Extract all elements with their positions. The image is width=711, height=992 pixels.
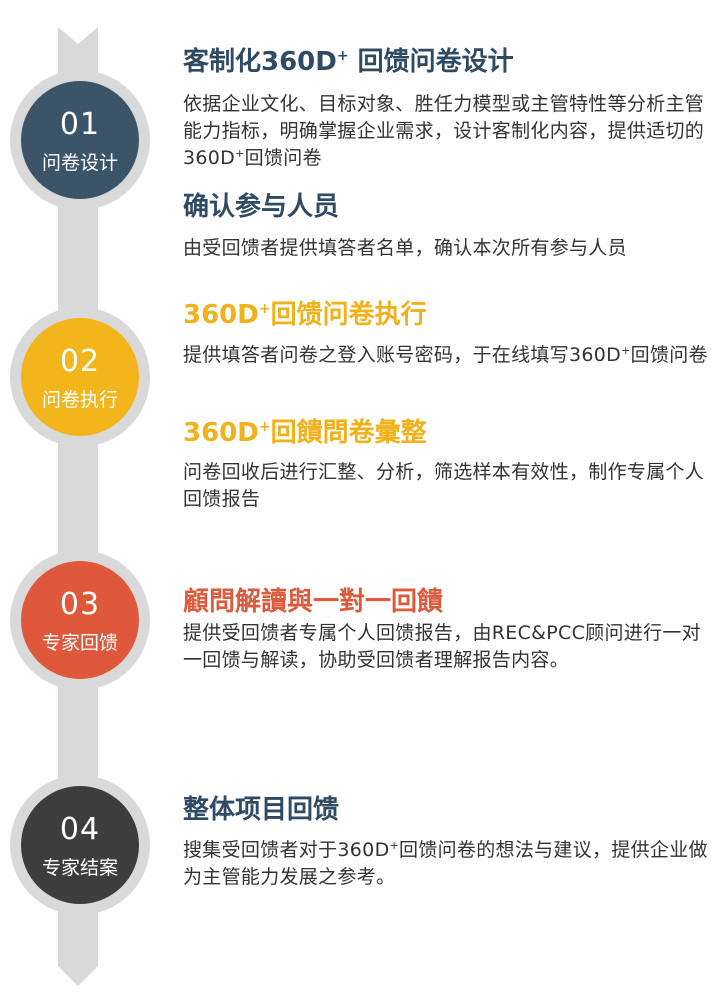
step-01-label: 问卷设计 — [41, 152, 118, 174]
section-confirm-participants-title: 确认参与人员 — [183, 192, 340, 222]
body-text: 搜集受回馈者对于360D — [183, 839, 390, 861]
title-text: 回馈问卷执行 — [270, 300, 427, 330]
step-01-circle — [21, 81, 139, 199]
step-04-circle — [21, 786, 139, 904]
step-01-number: 01 — [59, 107, 101, 142]
body-text: 回馈问卷的想法与建议，提供企业做为主管能力发展之参考。 — [183, 839, 708, 888]
step-03-label: 专家回馈 — [41, 632, 118, 654]
title-superscript: + — [336, 48, 349, 64]
title-superscript: + — [258, 301, 271, 317]
section-questionnaire-execution-body: 提供填答者问卷之登入账号密码，于在线填写360D+回馈问卷 — [183, 342, 708, 369]
section-questionnaire-design-title: 客制化360D+ 回馈问卷设计 — [183, 45, 514, 79]
section-consultant-feedback-body: 提供受回馈者专属个人回馈报告，由REC&PCC顾问进行一对一回馈与解读，协助受回… — [183, 622, 701, 671]
step-02-label: 问卷执行 — [41, 389, 118, 411]
timeline-track-arrow — [58, 27, 98, 986]
body-text: 回馈问卷 — [630, 344, 708, 366]
title-text: 客制化360D — [183, 47, 337, 77]
body-superscript: + — [621, 344, 631, 357]
body-text: 提供填答者问卷之登入账号密码，于在线填写360D — [183, 344, 622, 366]
title-text: 回饋問卷彙整 — [270, 418, 427, 448]
step-02-number: 02 — [59, 344, 101, 379]
step-03-circle — [21, 561, 139, 679]
body-text: 回馈问卷 — [244, 147, 322, 169]
section-questionnaire-compile-body: 问卷回收后进行汇整、分析，筛选样本有效性，制作专属个人回馈报告 — [183, 461, 705, 510]
section-project-closing-title: 整体项目回馈 — [183, 795, 340, 825]
section-project-closing-body: 搜集受回馈者对于360D+回馈问卷的想法与建议，提供企业做为主管能力发展之参考。 — [183, 837, 708, 891]
step-02-circle — [21, 318, 139, 436]
body-superscript: + — [235, 147, 245, 160]
section-questionnaire-compile-title: 360D+回饋問卷彙整 — [183, 416, 427, 450]
section-questionnaire-design-body: 依据企业文化、目标对象、胜任力模型或主管特性等分析主管能力指标，明确掌握企业需求… — [183, 91, 708, 172]
title-text: 360D — [183, 300, 259, 330]
section-consultant-feedback-title: 顧問解讀與一對一回饋 — [183, 587, 444, 617]
title-superscript: + — [258, 419, 271, 435]
step-04-label: 专家结案 — [41, 857, 118, 879]
body-superscript: + — [389, 839, 400, 852]
step-03-number: 03 — [59, 587, 101, 622]
step-04-number: 04 — [59, 812, 101, 847]
section-questionnaire-execution-title: 360D+回馈问卷执行 — [183, 298, 427, 332]
body-text: 依据企业文化、目标对象、胜任力模型或主管特性等分析主管能力指标，明确掌握企业需求… — [183, 93, 705, 169]
title-text: 回馈问卷设计 — [348, 47, 514, 77]
section-confirm-participants-body: 由受回馈者提供填答者名单，确认本次所有参与人员 — [183, 237, 627, 259]
title-text: 360D — [183, 418, 259, 448]
